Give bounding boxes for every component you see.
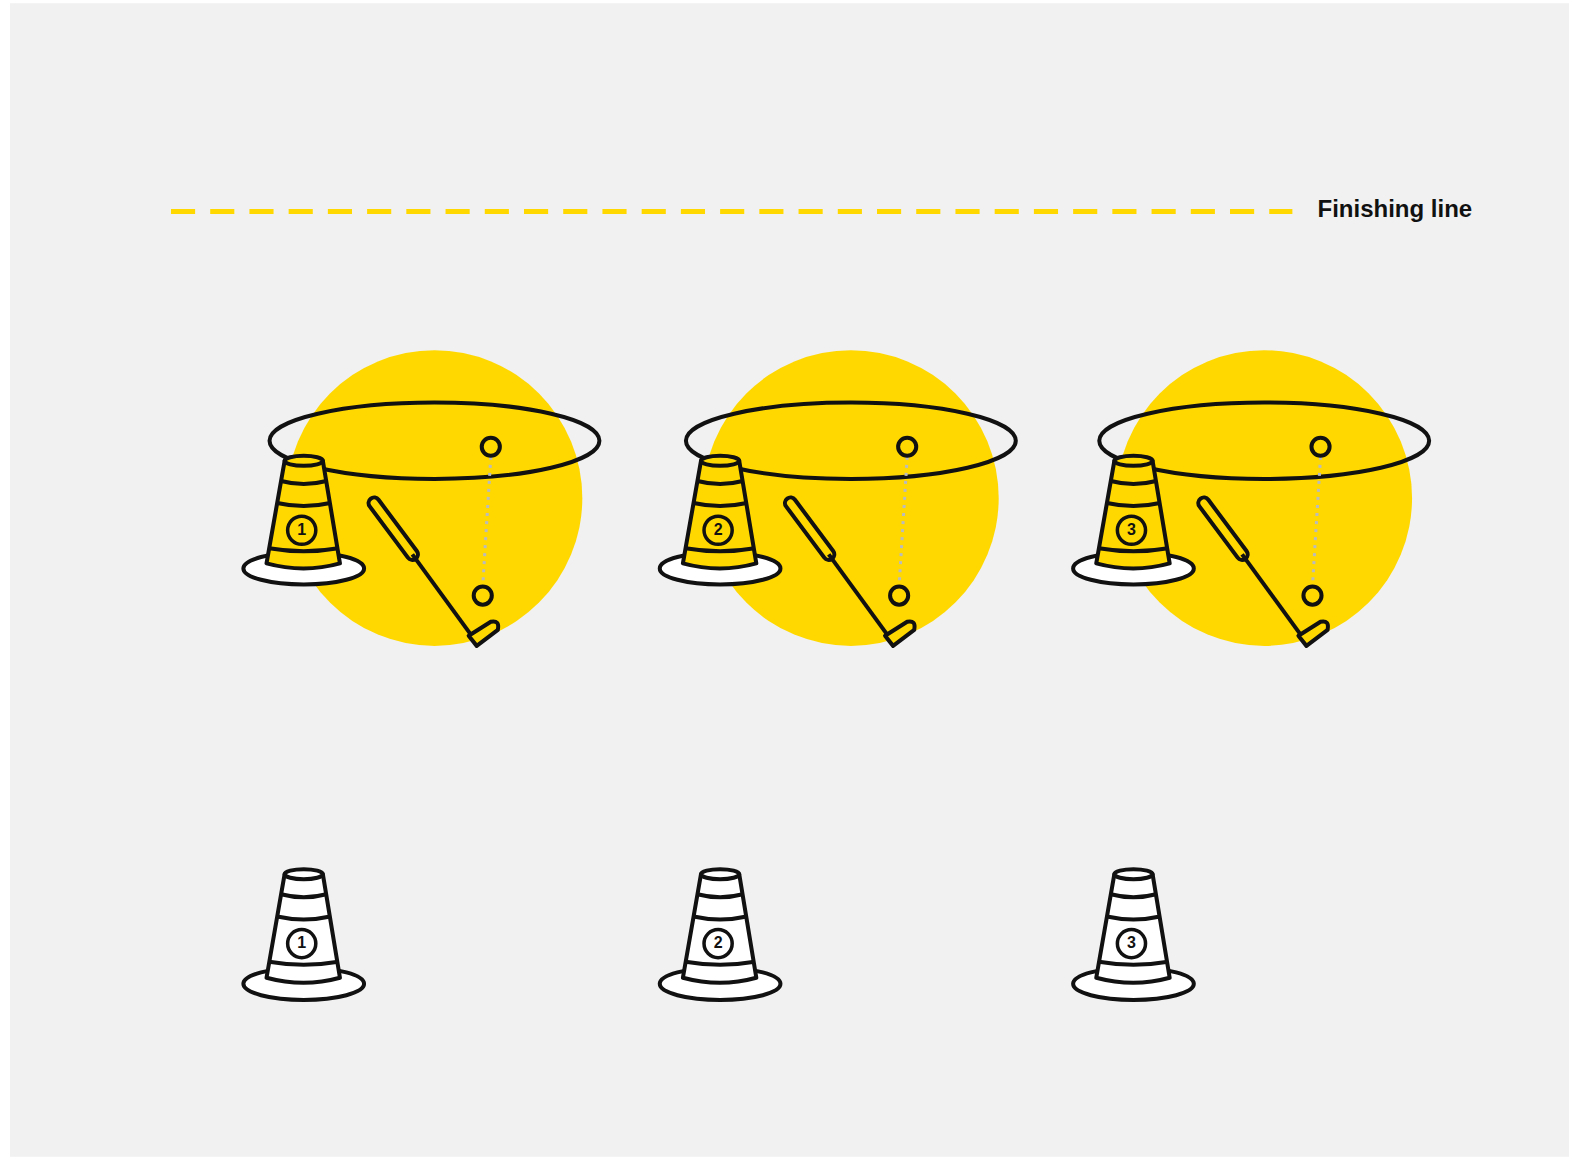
cone-number: 3 bbox=[1127, 522, 1136, 538]
cone-number: 1 bbox=[297, 935, 306, 951]
finishing-line bbox=[171, 209, 1292, 214]
line-label: Finishing line bbox=[1318, 197, 1473, 221]
station bbox=[243, 350, 599, 1000]
cone-number: 1 bbox=[297, 522, 306, 538]
station bbox=[660, 350, 1016, 1000]
cone-number: 3 bbox=[1127, 935, 1136, 951]
cone-number: 2 bbox=[714, 935, 723, 951]
cone-number: 2 bbox=[714, 522, 723, 538]
station bbox=[1073, 350, 1429, 1000]
background bbox=[10, 3, 1569, 1157]
